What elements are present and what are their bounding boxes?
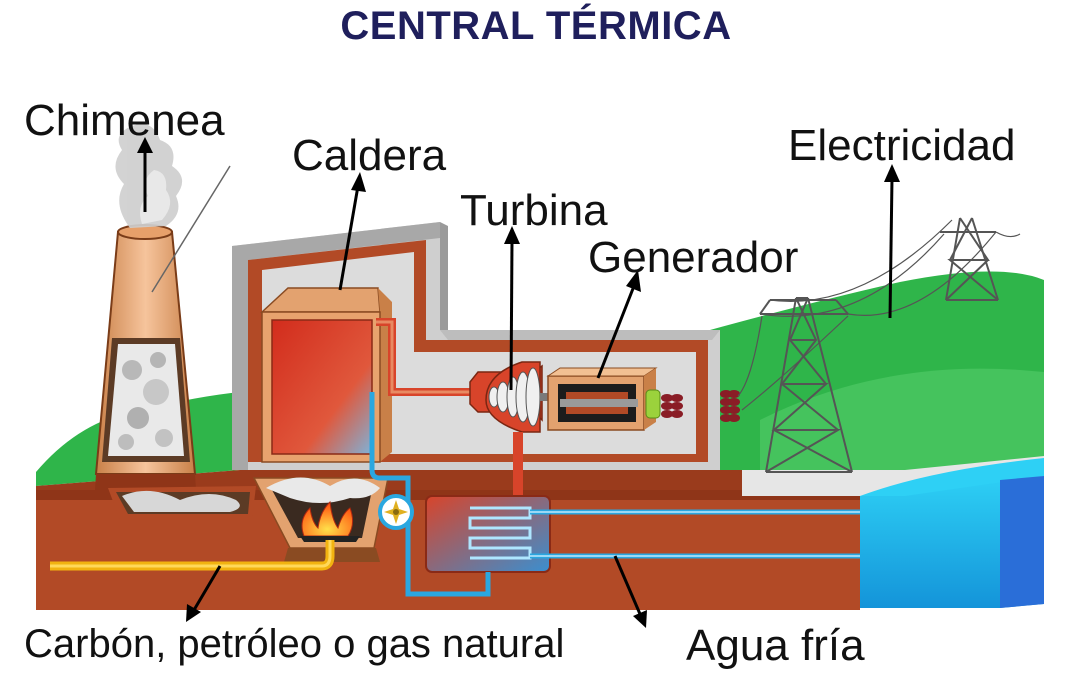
generator-icon	[546, 367, 658, 431]
water-icon	[742, 456, 1044, 608]
label-chimney: Chimenea	[24, 96, 225, 145]
transmission-tower-icon	[759, 217, 999, 473]
label-generator: Generador	[588, 233, 799, 282]
label-cold-water: Agua fría	[686, 621, 865, 670]
label-boiler: Caldera	[292, 131, 447, 180]
smoke-icon	[115, 123, 183, 228]
pump-icon	[378, 494, 414, 530]
insulator-icon	[661, 390, 740, 422]
furnace-icon	[252, 477, 389, 562]
chimney-icon	[94, 224, 197, 490]
condenser-icon	[425, 495, 551, 573]
label-turbine: Turbina	[460, 186, 608, 235]
label-fuel: Carbón, petróleo o gas natural	[24, 622, 565, 666]
label-electricity: Electricidad	[788, 121, 1016, 170]
turbine-icon	[469, 361, 543, 433]
power-lines	[737, 219, 1021, 411]
flame-icon	[301, 500, 354, 537]
pointer-arrows	[186, 164, 900, 628]
diagram-title: CENTRAL TÉRMICA	[340, 4, 732, 48]
boiler-icon	[260, 287, 392, 463]
